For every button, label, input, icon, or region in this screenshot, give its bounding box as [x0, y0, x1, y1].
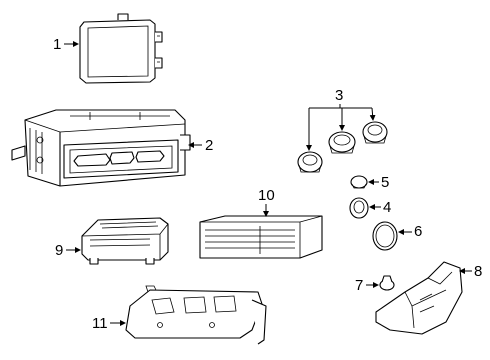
callout-6: 6: [398, 223, 422, 240]
part-3-speaker-c: [362, 121, 388, 144]
callout-7: 7: [355, 277, 379, 294]
svg-text:9: 9: [55, 242, 63, 259]
svg-text:3: 3: [335, 87, 343, 104]
part-8-bracket: [375, 261, 463, 335]
part-9-amplifier: [81, 217, 169, 265]
svg-text:2: 2: [205, 137, 213, 154]
svg-text:11: 11: [92, 315, 108, 332]
part-10-module-box: [199, 215, 323, 259]
callout-2: 2: [188, 137, 213, 154]
part-2-radio-head-unit: [11, 109, 191, 187]
callout-10: 10: [258, 187, 275, 217]
callout-9: 9: [55, 242, 81, 259]
part-5-tweeter: [350, 175, 368, 189]
svg-text:6: 6: [414, 223, 422, 240]
callout-4: 4: [369, 199, 391, 216]
part-1-display-screen: [79, 13, 163, 84]
svg-text:5: 5: [381, 174, 389, 191]
part-11-mounting-bracket: [125, 285, 267, 345]
svg-text:7: 7: [355, 277, 363, 294]
svg-text:8: 8: [474, 263, 482, 280]
callout-11: 11: [92, 315, 126, 332]
part-3-speaker-group: [297, 121, 388, 173]
svg-text:4: 4: [383, 199, 391, 216]
part-6-gasket-ring: [372, 221, 398, 251]
callout-3: 3: [306, 87, 376, 151]
callout-1: 1: [53, 36, 79, 53]
part-4-speaker: [349, 197, 369, 219]
callout-8: 8: [459, 263, 482, 280]
svg-text:10: 10: [258, 187, 275, 204]
callout-5: 5: [368, 174, 389, 191]
part-7-clip: [379, 275, 395, 291]
svg-text:1: 1: [53, 36, 61, 53]
part-3-speaker-b: [328, 131, 356, 154]
part-3-speaker-a: [297, 151, 323, 173]
